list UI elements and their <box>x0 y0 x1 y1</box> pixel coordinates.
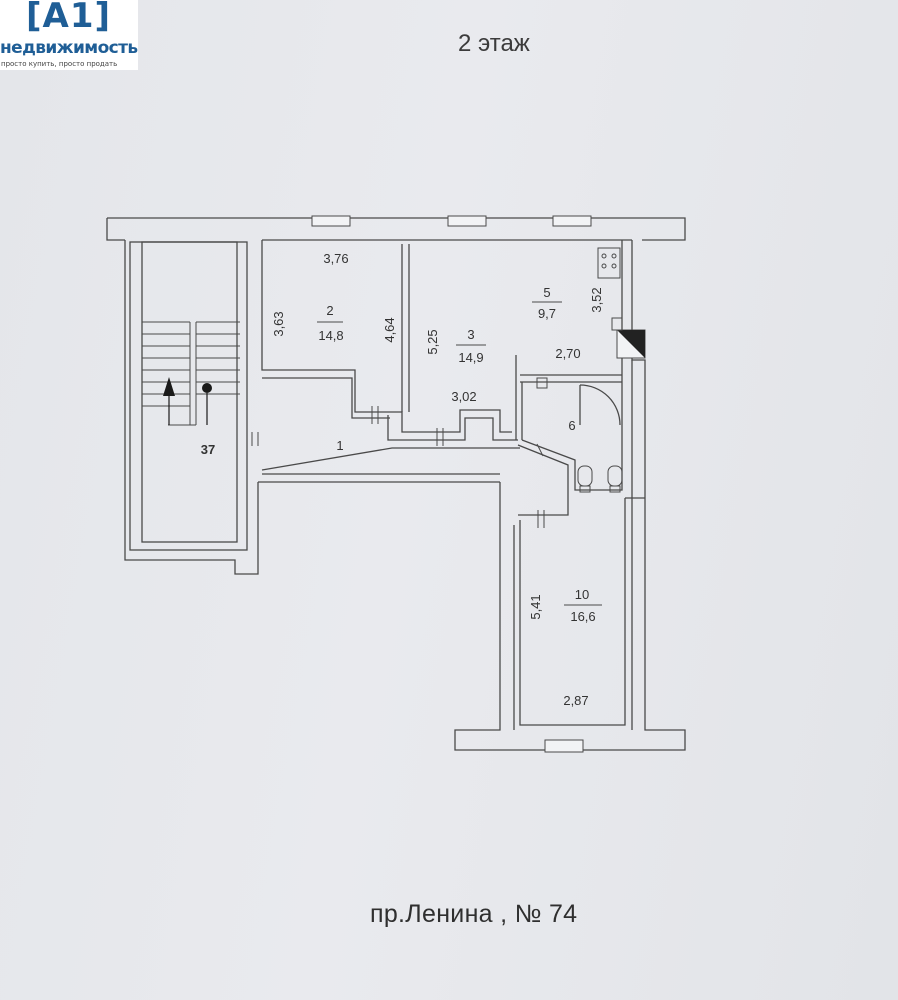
room-3-area: 14,9 <box>458 350 483 365</box>
walls <box>106 217 686 751</box>
room-3-number: 3 <box>467 327 474 342</box>
stair-label: 37 <box>201 442 215 457</box>
stair-up-arrow-icon <box>163 377 175 396</box>
dim-room3-left: 5,25 <box>425 329 440 354</box>
room-5-number: 5 <box>543 285 550 300</box>
dim-room2-width: 3,76 <box>323 251 348 266</box>
dim-room10-left: 5,41 <box>528 594 543 619</box>
dim-room3-bottom: 3,02 <box>451 389 476 404</box>
room-6-number: 6 <box>568 418 575 433</box>
logo-mark: [A1] <box>26 0 112 36</box>
door-marks <box>251 406 545 528</box>
windows <box>311 215 592 753</box>
address-caption: пр.Ленина , № 74 <box>370 900 578 928</box>
dim-room5-bottom: 2,70 <box>555 346 580 361</box>
sink-icon <box>611 317 623 331</box>
logo-name: недвижимость <box>0 38 138 58</box>
room-10-number: 10 <box>575 587 589 602</box>
ventilation-shaft-icon <box>616 329 646 359</box>
stove-icon <box>597 247 621 279</box>
stairs <box>142 321 240 426</box>
floor-title: 2 этаж <box>458 30 530 57</box>
stair-down-dot-icon <box>202 383 212 393</box>
room-10-area: 16,6 <box>570 609 595 624</box>
room-2-area: 14,8 <box>318 328 343 343</box>
room-2-number: 2 <box>326 303 333 318</box>
dim-room10-bottom: 2,87 <box>563 693 588 708</box>
room-1-number: 1 <box>336 438 343 453</box>
logo: [A1] недвижимость просто купить, просто … <box>0 0 138 70</box>
room-5-area: 9,7 <box>538 306 556 321</box>
dim-room2-right: 4,64 <box>382 317 397 342</box>
logo-slogan: просто купить, просто продать <box>1 60 118 68</box>
toilet-icon <box>536 377 623 493</box>
dim-room5-right: 3,52 <box>589 287 604 312</box>
dim-room2-left: 3,63 <box>271 311 286 336</box>
